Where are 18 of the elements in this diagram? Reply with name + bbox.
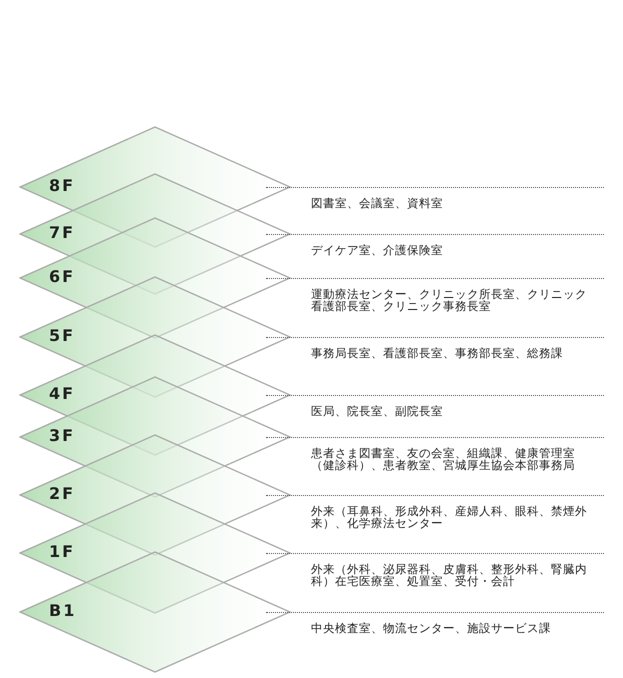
floor-label: 3F [49,426,76,446]
floor-label: 1F [49,542,76,562]
floor-description: 中央検査室、物流センター、施設サービス課 [311,622,552,634]
floor-description: 外来（外科、泌尿器科、皮膚科、整形外科、腎臓内科）在宅医療室、処置室、受付・会計 [311,563,588,587]
floor-label: 7F [49,223,76,243]
floor-description: 患者さま図書室、友の会室、組織課、健康管理室（健診科）、患者教室、宮城厚生協会本部事務局 [311,447,576,471]
floor-description: 外来（耳鼻科、形成外科、産婦人科、眼科、禁煙外来）、化学療法センター [311,505,588,529]
floor-description: 医局、院長室、副院長室 [311,405,444,417]
floor-label: 5F [49,326,76,346]
floor-description: デイケア室、介護保険室 [311,244,444,256]
floor-label: 8F [49,176,76,196]
floor-label: B1 [49,601,76,621]
floor-label: 4F [49,384,76,404]
floor-label: 2F [49,484,76,504]
floor-label: 6F [49,267,76,287]
floor-description: 運動療法センター、クリニック所長室、クリニック看護部長室、クリニック事務長室 [311,288,588,312]
floor-description: 事務局長室、看護部長室、事務部長室、総務課 [311,347,564,359]
floor-description: 図書室、会議室、資料室 [311,197,444,209]
